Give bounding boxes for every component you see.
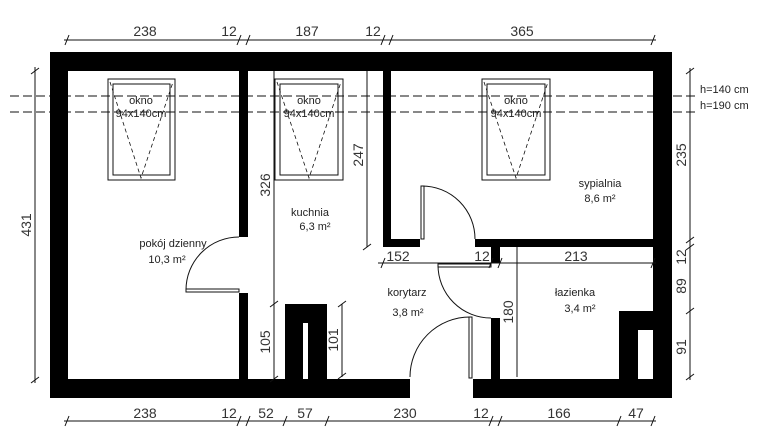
dimension-tick (685, 67, 695, 75)
dimension-tick (30, 376, 40, 384)
dimension-tick (685, 243, 695, 251)
dimension-labels: 238 12 187 12 365 238 12 52 57 230 12 16… (18, 23, 689, 421)
dim-bottom-4: 57 (297, 405, 313, 421)
door-bedroom[interactable] (420, 185, 476, 240)
dimension-tick (685, 307, 695, 315)
dim-bottom-7: 166 (547, 405, 571, 421)
door-entrance[interactable] (409, 316, 473, 379)
dimension-tick (64, 415, 70, 427)
dimension-tick (380, 34, 386, 46)
dimension-tick (650, 415, 656, 427)
chimney (285, 304, 327, 379)
dimension-tick (488, 415, 494, 427)
dim-left: 431 (18, 213, 34, 237)
room-bedroom-area: 8,6 m² (584, 193, 616, 205)
dimension-tick (380, 257, 386, 269)
dimension-tick (282, 415, 288, 427)
dimension-tick (488, 257, 494, 269)
room-bathroom-area: 3,4 m² (564, 303, 596, 315)
window-size: 94x140cm (284, 108, 335, 120)
dimension-tick (616, 415, 622, 427)
dim-right-1: 235 (673, 143, 689, 167)
room-bathroom-name: łazienka (555, 287, 596, 299)
room-corridor-area: 3,8 m² (392, 307, 424, 319)
dim-bottom-6: 12 (473, 405, 489, 421)
level-lines: h=140 cm h=190 cm (10, 84, 749, 113)
interior-walls (239, 71, 653, 379)
dim-right-3: 89 (673, 278, 689, 294)
window-size: 94x140cm (491, 108, 542, 120)
room-kitchen-name: kuchnia (291, 207, 330, 219)
dimension-tick (245, 415, 251, 427)
dim-bath-height: 180 (500, 300, 516, 324)
outer-walls (50, 52, 672, 398)
dimension-tick (650, 34, 656, 46)
dimension-tick (685, 373, 695, 381)
dim-top-1: 238 (133, 23, 157, 39)
room-labels: pokój dzienny 10,3 m² kuchnia 6,3 m² syp… (139, 178, 622, 319)
window-bedroom: okno 94x140cm (481, 78, 551, 181)
dimension-tick (64, 34, 70, 46)
dimension-tick (337, 372, 347, 380)
dimension-tick (362, 243, 372, 251)
dim-right-4: 91 (673, 339, 689, 355)
window-living-room: okno 94x140cm (107, 78, 176, 181)
room-kitchen-area: 6,3 m² (299, 221, 331, 233)
room-corridor-name: korytarz (387, 287, 426, 299)
dim-kitchen-wall: 247 (350, 143, 366, 167)
dim-corridor-width: 152 (386, 248, 410, 264)
dimension-tick (30, 67, 40, 75)
dim-top-2: 12 (221, 23, 237, 39)
dim-top-4: 12 (365, 23, 381, 39)
dimension-tick (685, 236, 695, 244)
window-label: okno (129, 95, 153, 107)
door-bathroom[interactable] (437, 263, 492, 319)
bathroom-pillar (619, 311, 653, 379)
level-label-140: h=140 cm (700, 84, 749, 96)
dimension-tick (388, 34, 394, 46)
level-label-190: h=190 cm (700, 100, 749, 112)
dimension-tick (497, 415, 503, 427)
dimension-tick (245, 34, 251, 46)
dim-top-5: 365 (510, 23, 534, 39)
dim-bottom-3: 52 (258, 405, 274, 421)
dim-bath-width: 213 (564, 248, 588, 264)
dim-top-3: 187 (295, 23, 319, 39)
dim-bottom-8: 47 (628, 405, 644, 421)
room-living-name: pokój dzienny (139, 238, 207, 250)
dimension-tick (324, 415, 330, 427)
dimension-tick (269, 300, 279, 308)
dimensions (30, 34, 695, 427)
window-label: okno (504, 95, 528, 107)
dim-bottom-5: 230 (393, 405, 417, 421)
dimension-tick (269, 375, 279, 383)
dimension-tick (650, 257, 656, 269)
window-size: 94x140cm (116, 108, 167, 120)
room-living-area: 10,3 m² (148, 254, 186, 266)
dim-wall: 12 (474, 248, 490, 264)
dim-bottom-1: 238 (133, 405, 157, 421)
door-living-room[interactable] (185, 236, 240, 293)
dim-right-2: 12 (673, 249, 689, 265)
window-kitchen: okno 94x140cm (274, 78, 344, 181)
dimension-tick (337, 300, 347, 308)
dimension-tick (236, 415, 242, 427)
window-label: okno (297, 95, 321, 107)
dim-chimney-left: 105 (257, 330, 273, 354)
dimension-tick (497, 257, 503, 269)
dim-bottom-2: 12 (221, 405, 237, 421)
room-bedroom-name: sypialnia (579, 178, 623, 190)
dim-kitchen-height: 326 (257, 173, 273, 197)
dim-chimney-right: 101 (325, 328, 341, 352)
dimension-tick (236, 34, 242, 46)
